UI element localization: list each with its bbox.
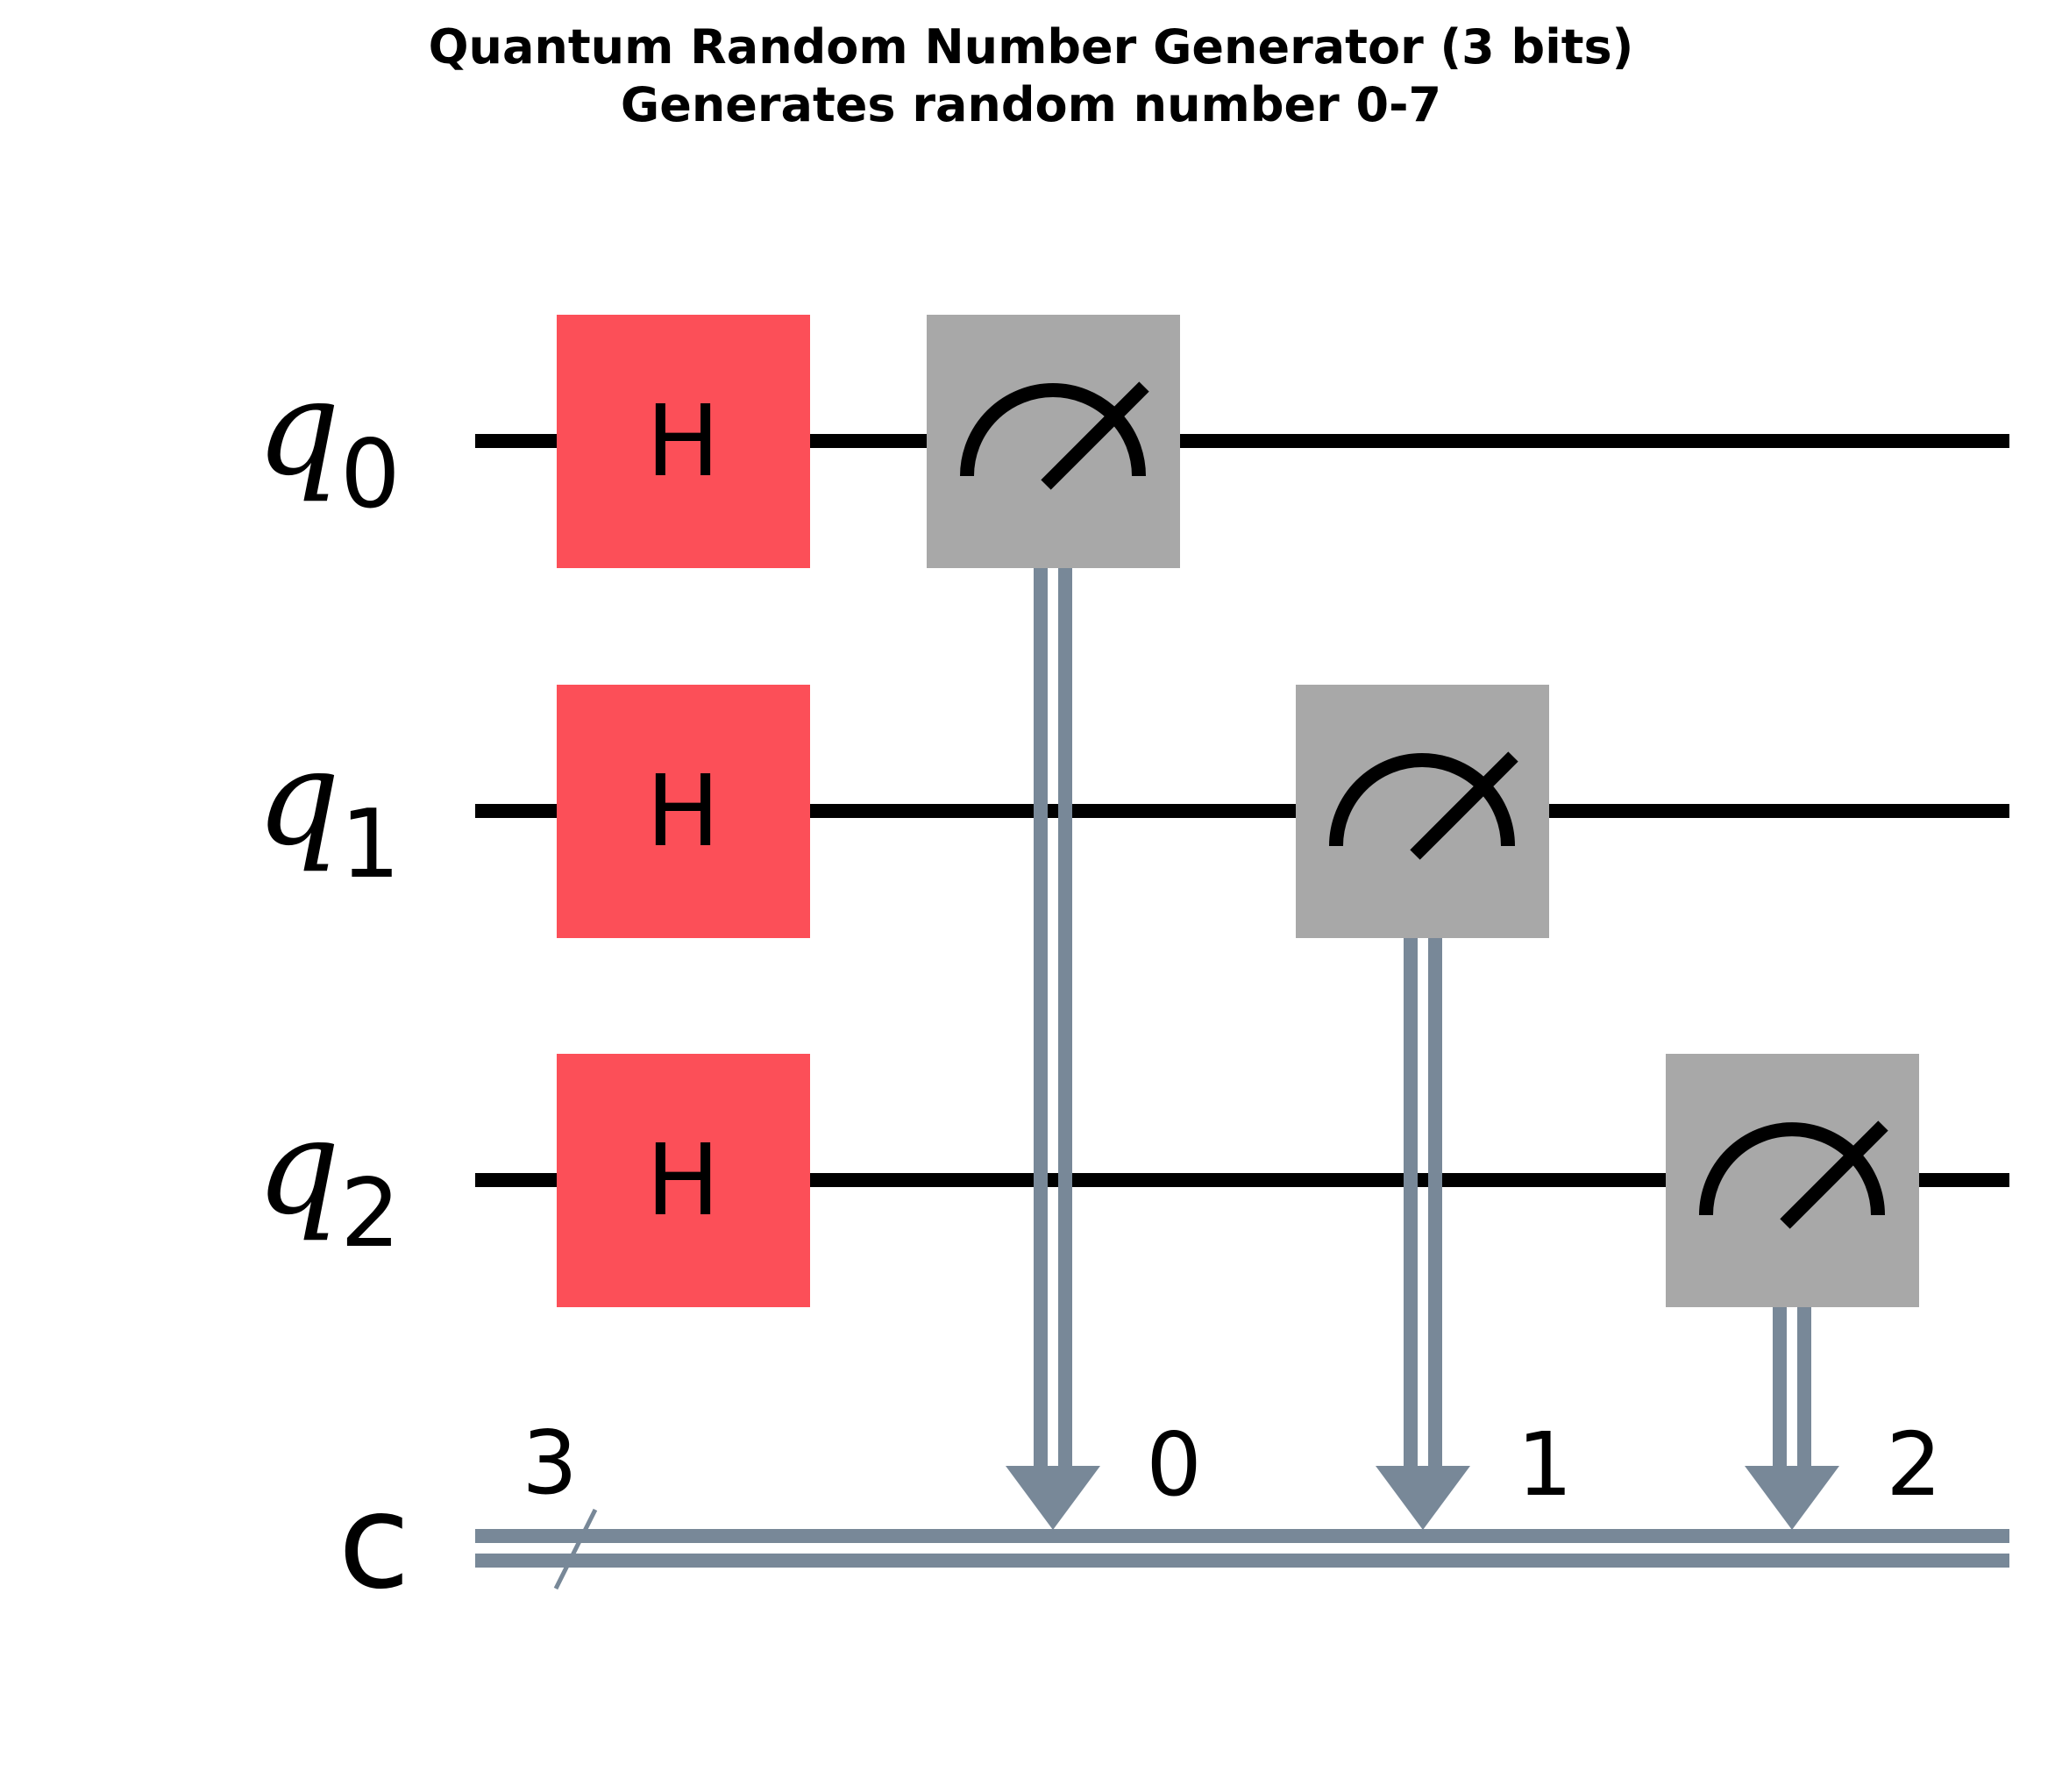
measure-box: [1296, 685, 1549, 938]
diagram-title-line1: Quantum Random Number Generator (3 bits): [429, 19, 1634, 75]
gate-label: H: [646, 1124, 720, 1238]
gate-box: [557, 685, 810, 938]
clbit-label-0: 0: [1146, 1413, 1202, 1516]
measure-box: [1666, 1054, 1919, 1307]
svg-text:q1: q1: [256, 722, 401, 900]
qubit-index: 1: [340, 790, 401, 900]
qubit-index: 0: [340, 420, 401, 530]
hadamard-gate-q2: H: [557, 1054, 810, 1307]
classical-register-label: c: [338, 1466, 410, 1618]
measurement-meter-icon: [960, 381, 1149, 490]
measurement-meter-icon: [1699, 1120, 1888, 1229]
measure-q1-to-c1: 1: [1296, 685, 1573, 1530]
measure-arrowhead: [1745, 1466, 1839, 1530]
hadamard-gate-q1: H: [557, 685, 810, 938]
qubit-label-q0: q0: [256, 352, 401, 530]
gate-box: [557, 1054, 810, 1307]
measure-arrowhead: [1006, 1466, 1100, 1530]
svg-text:q0: q0: [256, 352, 401, 530]
hadamard-gate-q0: H: [557, 315, 810, 568]
measure-box: [927, 315, 1180, 568]
measure-arrowhead: [1376, 1466, 1470, 1530]
bundle-slash-icon: [553, 1508, 598, 1590]
gate-box: [557, 315, 810, 568]
register-size-label: 3: [522, 1412, 578, 1514]
qubit-letter: q: [256, 1092, 340, 1244]
qubit-label-q1: q1: [256, 722, 401, 900]
clbit-label-2: 2: [1886, 1413, 1942, 1516]
diagram-title-line2: Generates random number 0-7: [621, 77, 1441, 132]
clbit-label-1: 1: [1517, 1413, 1573, 1516]
measure-q2-to-c2: 2: [1666, 1054, 1942, 1530]
svg-text:q2: q2: [256, 1092, 401, 1269]
measure-q0-to-c0: 0: [927, 315, 1202, 1530]
gate-label: H: [646, 385, 720, 499]
qubit-index: 2: [340, 1159, 401, 1269]
qubit-letter: q: [256, 722, 340, 875]
classical-wire: [475, 1529, 2009, 1568]
qubit-label-q2: q2: [256, 1092, 401, 1269]
qubit-letter: q: [256, 352, 340, 505]
gate-label: H: [646, 755, 720, 869]
measurement-meter-icon: [1329, 751, 1518, 860]
